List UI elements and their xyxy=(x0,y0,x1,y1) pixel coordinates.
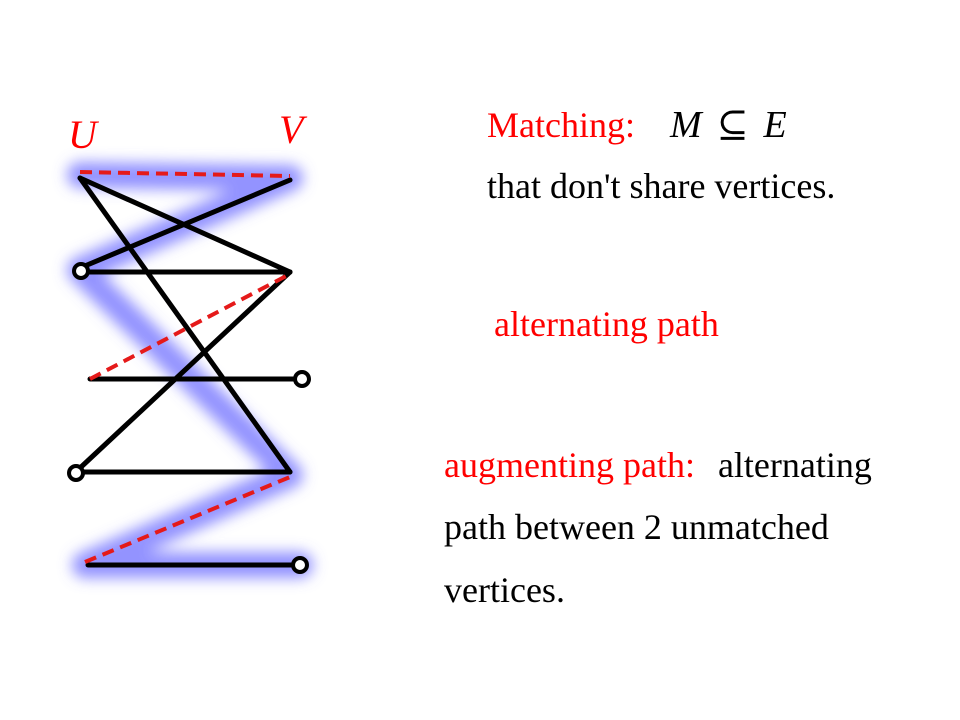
matching-description: that don't share vertices. xyxy=(487,166,836,206)
edge-u4-v2 xyxy=(77,269,293,471)
edge-u2-v1 xyxy=(77,177,293,271)
math-e: E xyxy=(763,104,787,146)
augmenting-path-highlight xyxy=(67,162,313,578)
augmenting-path-label: augmenting path: xyxy=(444,445,695,485)
subset-symbol: ⊆ xyxy=(716,104,749,146)
math-m: M xyxy=(669,104,702,146)
vertex-v3 xyxy=(293,370,311,388)
matching-line: Matching: M ⊆ E xyxy=(487,106,787,144)
matching-edges xyxy=(79,170,291,564)
edge-u1-v4 xyxy=(77,175,293,475)
matching-label: Matching: xyxy=(487,105,635,145)
right-set-label: V xyxy=(279,107,308,152)
alternating-path-label: alternating path xyxy=(494,304,719,344)
augmenting-line-1-rest: alternating xyxy=(717,445,872,485)
unmatched-edges xyxy=(77,175,298,568)
matching-edge-u1-v1 xyxy=(79,170,291,178)
augmenting-line-3: vertices. xyxy=(444,570,565,610)
vertex-v5 xyxy=(291,556,309,574)
matching-formula: M ⊆ E xyxy=(670,105,787,145)
augmenting-line-2: path between 2 unmatched xyxy=(444,507,829,547)
vertex-u2 xyxy=(72,262,90,280)
augmenting-line-1: augmenting path: alternating xyxy=(444,447,872,483)
unmatched-vertices xyxy=(67,262,311,574)
vertex-u4 xyxy=(67,464,85,482)
left-set-label: U xyxy=(68,112,100,157)
